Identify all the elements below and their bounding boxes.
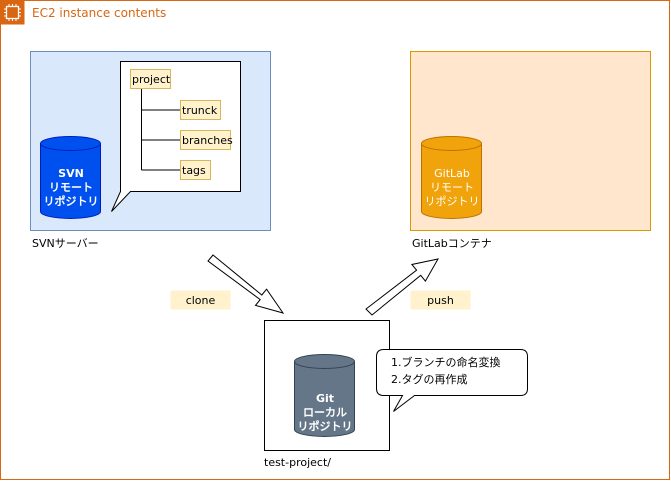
gitlab-repo-label-line1: GitLab [434, 167, 470, 180]
gitlab-repo-label-line2: リモート [430, 181, 474, 194]
gitlab-container-area: GitLab リモート リポジトリ GitLabコンテナ [410, 51, 651, 250]
svn-repo-label-line1: SVN [58, 167, 84, 180]
local-project-label: test-project/ [264, 456, 331, 469]
ec2-instance-icon [0, 0, 25, 25]
clone-label-box [170, 290, 231, 310]
svn-remote-repository: SVN リモート リポジトリ [40, 136, 101, 219]
clone-label: clone [186, 294, 216, 307]
svn-tree-node-project: project [130, 69, 171, 89]
svn-tree-node-trunck: trunck [180, 100, 221, 120]
migration-notes-callout: 1.ブランチの命名変換 2.タグの再作成 [376, 349, 528, 412]
migration-note-1: 1.ブランチの命名変換 [391, 355, 501, 369]
svn-tree-node-trunck-label: trunck [182, 104, 218, 117]
svn-tree-node-branches: branches [180, 130, 233, 150]
gitlab-container-label: GitLabコンテナ [412, 237, 492, 250]
push-arrow [365, 258, 439, 316]
push-label: push [427, 294, 454, 307]
svn-tree-node-project-label: project [132, 73, 171, 86]
svn-server-area: project trunck branches tags SVN リモート リポ… [30, 51, 271, 250]
svn-tree-node-tags-label: tags [182, 164, 206, 177]
svn-server-label: SVNサーバー [32, 237, 99, 250]
git-repo-label-line1: Git [316, 392, 334, 405]
svn-repo-label-line2: リモート [49, 181, 93, 194]
git-repo-label-line2: ローカル [303, 406, 347, 419]
push-flow: push [365, 258, 471, 316]
clone-flow: clone [170, 254, 285, 314]
clone-arrow [207, 254, 285, 314]
migration-note-2: 2.タグの再作成 [391, 372, 468, 386]
gitlab-repo-label-line3: リポジトリ [425, 195, 480, 208]
migration-notes-bubble [376, 349, 528, 412]
git-local-repository: Git ローカル リポジトリ [294, 354, 355, 437]
svn-repo-label-line3: リポジトリ [44, 194, 99, 208]
svn-tree-node-branches-label: branches [182, 134, 233, 147]
ec2-container-title: EC2 instance contents [32, 6, 166, 20]
svn-tree-connectors [141, 88, 180, 171]
gitlab-remote-repository: GitLab リモート リポジトリ [421, 136, 482, 219]
push-label-box [410, 290, 471, 310]
git-repo-label-line3: リポジトリ [298, 419, 353, 433]
local-project-area: Git ローカル リポジトリ test-project/ [264, 320, 390, 469]
svn-tree-node-tags: tags [180, 160, 211, 180]
